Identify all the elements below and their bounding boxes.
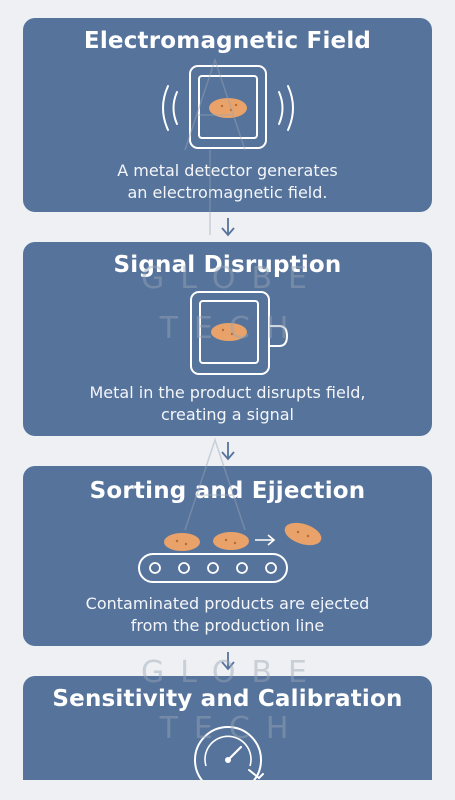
step-card-electromagnetic-field: Electromagnetic Field A metal detector g…	[23, 18, 432, 212]
step-title: Electromagnetic Field	[83, 28, 372, 54]
detector-signal-icon	[190, 291, 289, 375]
step-description: Contaminated products are ejected from t…	[23, 593, 432, 637]
step-card-signal-disruption: Signal Disruption Metal in the product d…	[23, 242, 432, 436]
step-description-line: from the production line	[130, 616, 325, 635]
step-title: Sorting and Ejjection	[89, 478, 366, 504]
step-card-sensitivity-calibration: Sensitivity and Calibration	[23, 676, 432, 800]
page-bottom-margin	[0, 780, 455, 800]
step-description: Metal in the product disrupts field, cre…	[23, 382, 432, 426]
conveyor-ejection-icon	[138, 522, 322, 583]
down-arrow-icon	[221, 218, 235, 237]
step-description-line: Contaminated products are ejected	[85, 594, 370, 613]
metal-detector-field-icon	[162, 65, 294, 149]
step-description-line: A metal detector generates	[117, 161, 338, 180]
step-card-sorting-ejection: Sorting and Ejjection Contaminated produ…	[23, 466, 432, 646]
step-title: Signal Disruption	[113, 252, 342, 278]
step-description: A metal detector generates an electromag…	[23, 160, 432, 204]
step-description-line: Metal in the product disrupts field,	[89, 383, 366, 402]
step-description-line: an electromagnetic field.	[127, 183, 328, 202]
down-arrow-icon	[221, 652, 235, 671]
down-arrow-icon	[221, 442, 235, 461]
step-description-line: creating a signal	[161, 405, 294, 424]
step-title: Sensitivity and Calibration	[52, 686, 403, 712]
